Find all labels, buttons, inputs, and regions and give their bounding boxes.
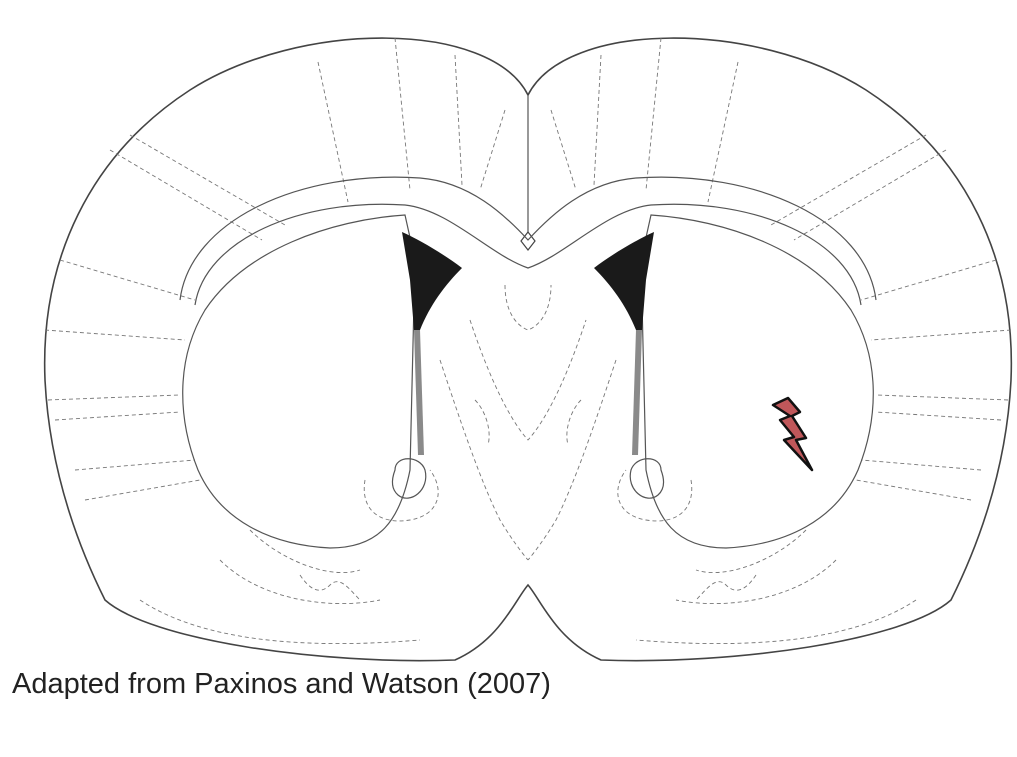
figure-caption: Adapted from Paxinos and Watson (2007) <box>12 668 551 701</box>
brain-coronal-section-diagram <box>0 0 1017 680</box>
